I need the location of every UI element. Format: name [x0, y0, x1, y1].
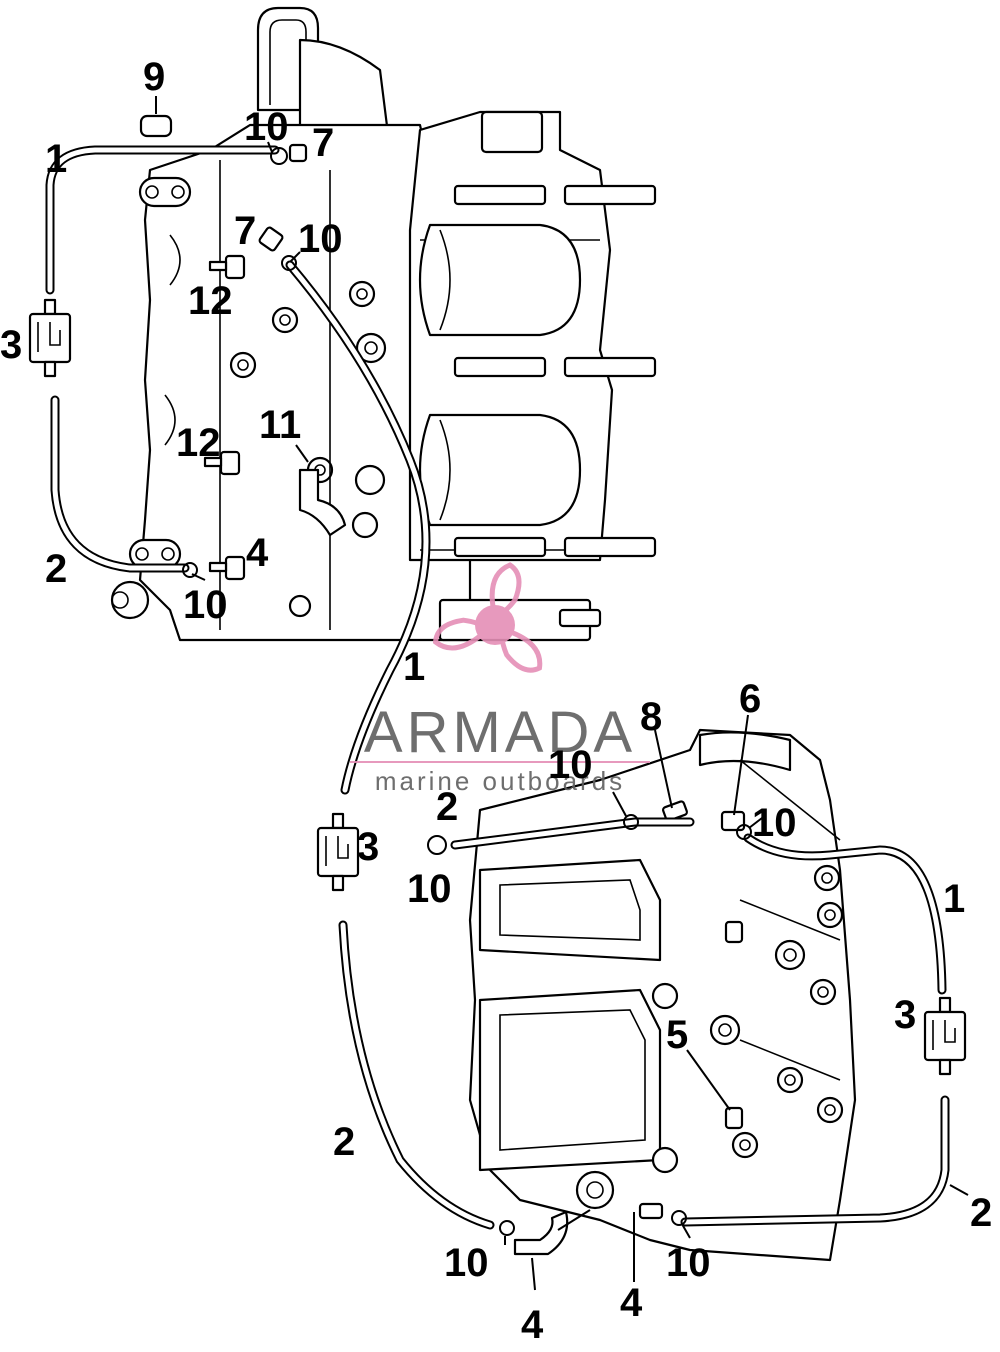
hose-clamp-icon [623, 814, 639, 830]
callout-label: 4 [246, 531, 269, 575]
callout-label: 1 [403, 645, 425, 689]
hose-clamp-icon [182, 562, 198, 578]
callout-label: 3 [894, 993, 916, 1037]
callout-label: 10 [444, 1241, 489, 1285]
hose-clamp-icon [671, 1210, 687, 1226]
watermark-brand: ARMADA [364, 700, 636, 765]
callout-label: 10 [244, 105, 289, 149]
callout-label: 10 [548, 743, 593, 787]
callout-label: 10 [407, 867, 452, 911]
callout-label: 10 [752, 801, 797, 845]
callout-label: 7 [312, 121, 334, 165]
callout-labels: 9 10 7 1 7 10 12 3 12 11 2 4 10 1 8 6 10… [0, 55, 992, 1347]
callout-label: 3 [0, 323, 22, 367]
lower-hoses [338, 817, 950, 1230]
callout-label: 4 [620, 1281, 643, 1325]
leader-lines-upper [155, 96, 309, 581]
callout-label: 5 [666, 1013, 688, 1057]
callout-label: 2 [970, 1191, 992, 1235]
elbow-fitting-icon [513, 1210, 569, 1256]
callout-label: 9 [143, 55, 165, 99]
callout-label: 1 [45, 137, 67, 181]
callout-label: 10 [183, 583, 228, 627]
lower-crankcase-assembly [468, 728, 857, 1262]
callout-label: 7 [234, 209, 256, 253]
callout-label: 8 [640, 695, 662, 739]
hose-clamp-icon [281, 255, 297, 271]
callout-label: 10 [666, 1241, 711, 1285]
check-valve-icon [28, 298, 72, 378]
callout-label: 2 [333, 1120, 355, 1164]
armada-watermark: ARMADA marine outboards [350, 562, 650, 796]
callout-label: 6 [739, 677, 761, 721]
cylinder-studs [453, 184, 657, 558]
hose-clamp-icon [736, 824, 752, 840]
callout-label: 3 [357, 825, 379, 869]
hose-clamp-icon [499, 1220, 515, 1236]
callout-label: 1 [943, 877, 965, 921]
check-valve-icon [316, 812, 360, 892]
callout-label: 10 [298, 217, 343, 261]
callout-label: 2 [45, 547, 67, 591]
callout-label: 2 [436, 785, 458, 829]
callout-label: 12 [176, 421, 221, 465]
hose-clamp-icon [427, 835, 447, 855]
callout-label: 11 [259, 403, 301, 447]
watermark-tagline: marine outboards [375, 766, 625, 796]
callout-label: 4 [521, 1303, 544, 1347]
check-valve-icon [923, 996, 967, 1076]
hose-clamp-icon [270, 147, 288, 165]
upper-hoses [45, 145, 431, 795]
upper-crankcase-assembly [110, 6, 657, 642]
leader-lines-lower [504, 714, 969, 1291]
propeller-logo-icon [432, 562, 543, 673]
callout-label: 12 [188, 279, 233, 323]
